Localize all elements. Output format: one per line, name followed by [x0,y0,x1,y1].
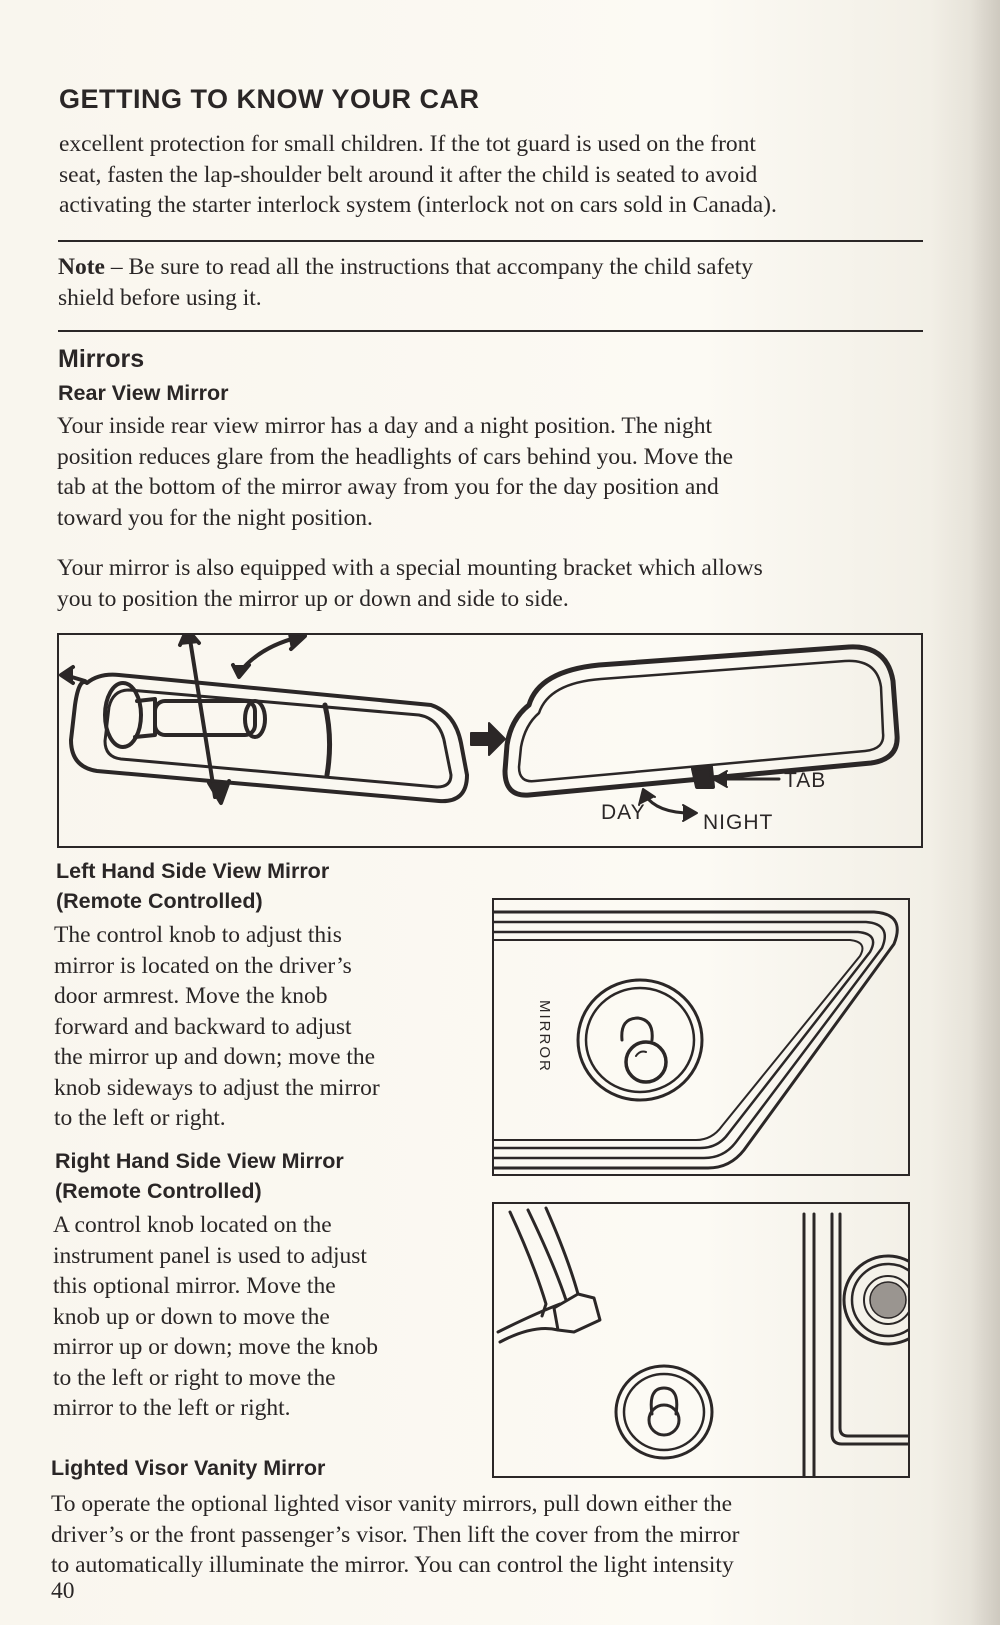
paragraph-line: this optional mirror. Move the [53,1273,336,1299]
note-text: – Be sure to read all the instructions t… [104,254,753,280]
paragraph-line: The control knob to adjust this [54,922,342,948]
right-side-paragraph: A control knob located on the instrument… [53,1210,378,1424]
divider-bottom [58,330,923,332]
visor-paragraph: To operate the optional lighted visor va… [51,1489,740,1581]
intro-line: activating the starter interlock system … [59,192,777,218]
paragraph-line: you to position the mirror up or down an… [57,585,569,612]
left-side-mirror-figure: MIRROR [492,898,910,1176]
mirror-label: MIRROR [536,1000,553,1073]
section-heading-mirrors: Mirrors [58,345,145,373]
paragraph-line: to the left or right. [54,1105,226,1131]
paragraph-line: the mirror up and down; move the [54,1044,376,1070]
paragraph-line: door armrest. Move the knob [54,983,328,1009]
instrument-panel-illustration [496,1206,908,1476]
paragraph-line: to the left or right to move the [53,1364,336,1391]
rear-view-mirror-illustration: TAB DAY NIGHT [59,635,900,834]
subheading-right-side-mirror: Right Hand Side View Mirror (Remote Cont… [55,1146,344,1206]
rear-view-mirror-figure: TAB DAY NIGHT [57,633,923,848]
paragraph-line: Your mirror is also equipped with a spec… [57,555,763,581]
subheading-visor-mirror: Lighted Visor Vanity Mirror [51,1456,326,1480]
note-box: Note – Be sure to read all the instructi… [58,252,753,313]
armrest-control-illustration: MIRROR [494,910,899,1170]
paragraph-line: tab at the bottom of the mirror away fro… [57,474,719,500]
note-label: Note [58,254,105,280]
note-text-line2: shield before using it. [58,284,262,311]
paragraph-line: A control knob located on the [53,1212,332,1238]
paragraph-line: instrument panel is used to adjust [53,1242,367,1269]
rear-view-paragraph-2: Your mirror is also equipped with a spec… [57,553,763,614]
left-side-paragraph: The control knob to adjust this mirror i… [54,920,380,1134]
paragraph-line: knob sideways to adjust the mirror [54,1074,380,1101]
night-label: NIGHT [703,811,773,834]
paragraph-line: mirror is located on the driver’s [54,952,352,979]
paragraph-line: forward and backward to adjust [54,1013,352,1040]
page-title: GETTING TO KNOW YOUR CAR [59,84,480,114]
heading-line: Left Hand Side View Mirror [56,859,330,883]
heading-line: Right Hand Side View Mirror [55,1149,344,1173]
paragraph-line: To operate the optional lighted visor va… [51,1491,733,1517]
heading-line: (Remote Controlled) [55,1179,262,1203]
paragraph-line: Your inside rear view mirror has a day a… [57,413,713,439]
paragraph-line: position reduces glare from the headligh… [57,443,734,470]
page-edge-shadow [970,0,1000,1625]
paragraph-line: toward you for the night position. [57,504,373,531]
divider-top [58,240,923,242]
paragraph-line: driver’s or the front passenger’s visor.… [51,1521,740,1548]
heading-line: (Remote Controlled) [56,889,263,913]
tab-label: TAB [784,769,826,792]
page-number: 40 [51,1578,75,1604]
intro-line: excellent protection for small children.… [59,131,756,157]
right-side-mirror-figure [492,1202,910,1478]
subheading-rear-view-mirror: Rear View Mirror [58,381,229,405]
paragraph-line: to automatically illuminate the mirror. … [51,1552,734,1578]
intro-line: seat, fasten the lap-shoulder belt aroun… [59,161,758,188]
paragraph-line: knob up or down to move the [53,1303,330,1330]
day-label: DAY [601,801,646,824]
paragraph-line: mirror up or down; move the knob [53,1334,379,1360]
paragraph-line: mirror to the left or right. [53,1395,291,1421]
subheading-left-side-mirror: Left Hand Side View Mirror (Remote Contr… [56,856,329,916]
intro-paragraph: excellent protection for small children.… [59,129,777,221]
rear-view-paragraph-1: Your inside rear view mirror has a day a… [57,411,733,533]
